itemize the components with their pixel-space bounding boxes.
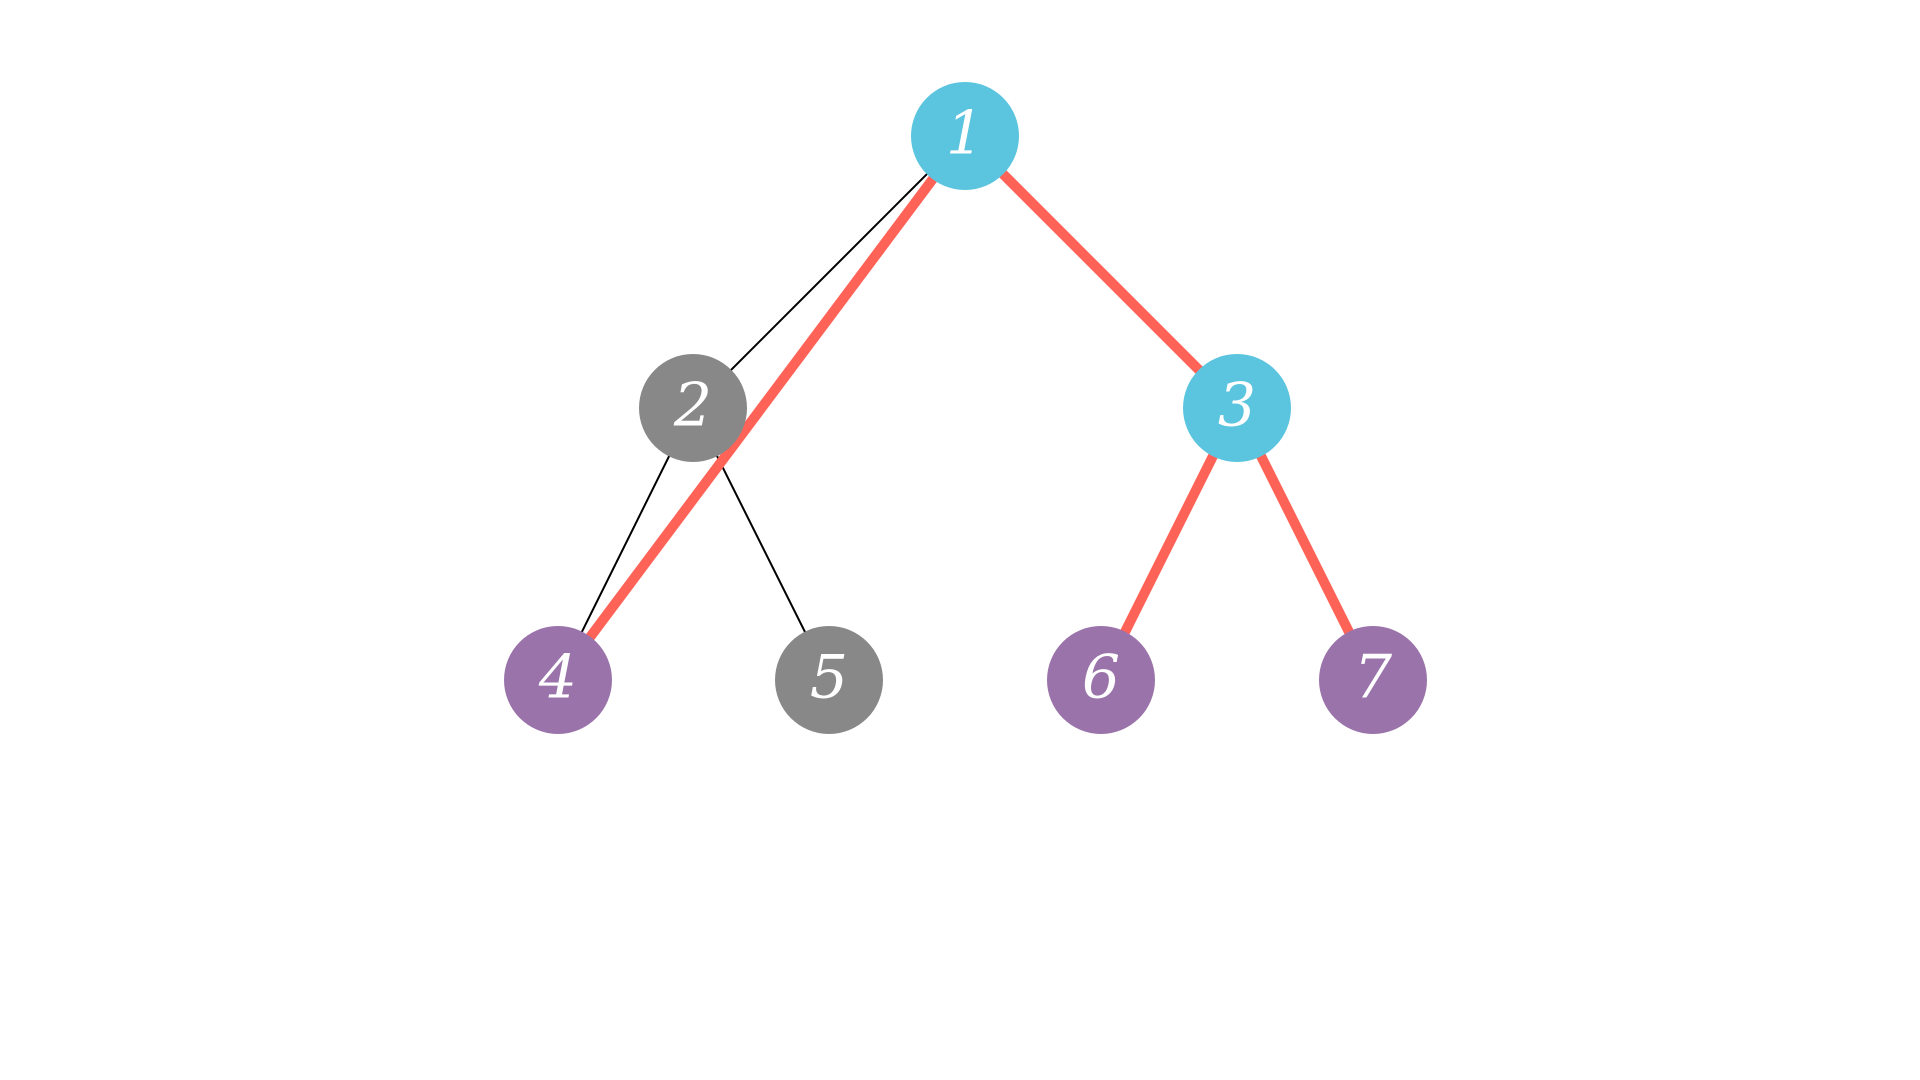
tree-node-1: 1 — [911, 82, 1019, 190]
tree-node-6: 6 — [1047, 626, 1155, 734]
highlighted-edge-1-3 — [961, 132, 1241, 412]
edge-1-2 — [692, 135, 966, 409]
node-circle-6 — [1047, 626, 1155, 734]
node-circle-5 — [775, 626, 883, 734]
tree-node-3: 3 — [1183, 354, 1291, 462]
node-circle-2 — [639, 354, 747, 462]
nodes-layer: 1 2 3 4 5 6 7 — [504, 82, 1427, 734]
tree-node-4: 4 — [504, 626, 612, 734]
node-label-5: 5 — [810, 643, 848, 713]
node-label-3: 3 — [1218, 371, 1256, 441]
tree-node-7: 7 — [1319, 626, 1427, 734]
node-label-4: 4 — [538, 643, 577, 713]
node-circle-4 — [504, 626, 612, 734]
node-label-6: 6 — [1082, 643, 1120, 713]
tree-node-5: 5 — [775, 626, 883, 734]
node-circle-7 — [1319, 626, 1427, 734]
node-label-2: 2 — [673, 371, 712, 441]
tree-node-2: 2 — [639, 354, 747, 462]
node-label-7: 7 — [1354, 643, 1393, 713]
node-circle-1 — [911, 82, 1019, 190]
highlighted-edge-1-4 — [553, 133, 970, 683]
node-circle-3 — [1183, 354, 1291, 462]
node-label-1: 1 — [946, 99, 984, 169]
